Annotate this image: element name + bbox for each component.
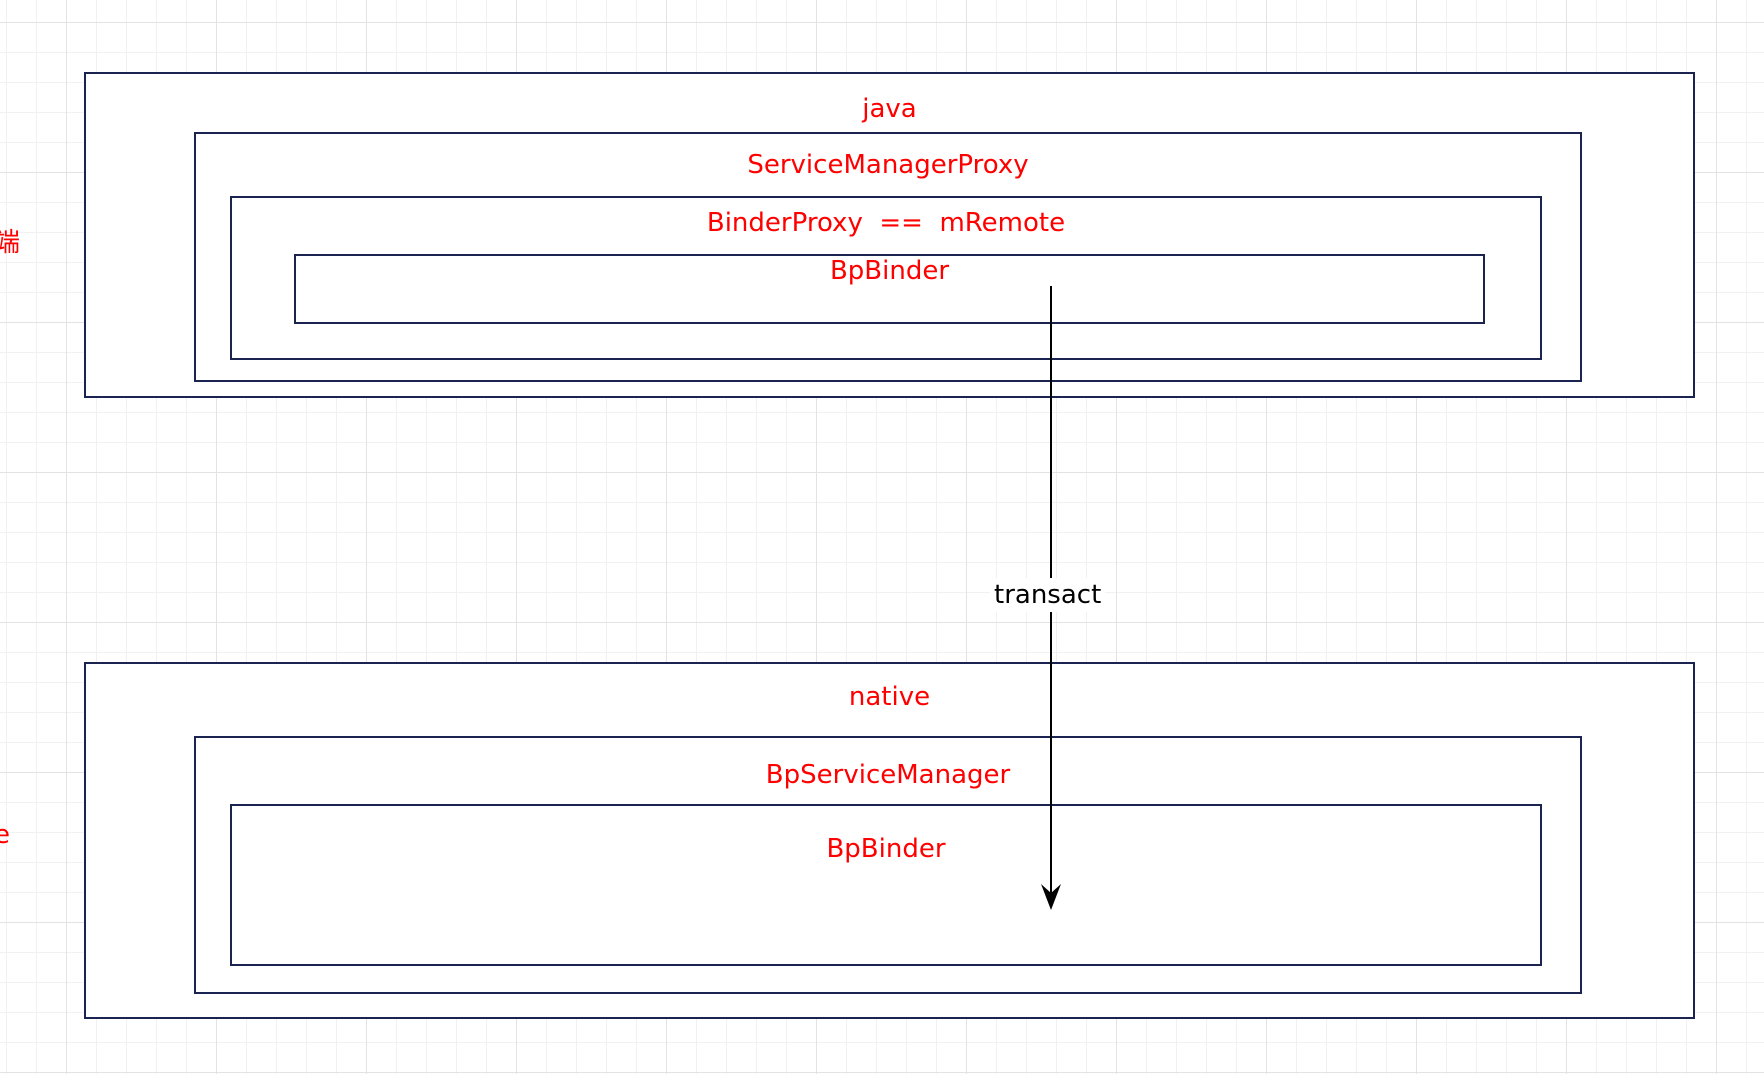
clipped-side-label-bottom: e [0, 820, 10, 850]
java-layer-title: java [862, 94, 917, 124]
java-bp-binder-title: BpBinder [829, 256, 950, 286]
native-bp-binder-title: BpBinder [826, 834, 946, 864]
bp-service-manager-title: BpServiceManager [765, 760, 1011, 790]
binder-proxy-title: BinderProxy == mRemote [706, 208, 1066, 238]
transact-label: transact [990, 578, 1106, 612]
service-manager-proxy-title: ServiceManagerProxy [747, 150, 1029, 180]
clipped-side-label-top: 端 [0, 228, 21, 258]
native-layer-title: native [848, 682, 931, 712]
native-bp-binder-box[interactable]: BpBinder [230, 804, 1542, 966]
java-bp-binder-box[interactable]: BpBinder [294, 254, 1485, 324]
